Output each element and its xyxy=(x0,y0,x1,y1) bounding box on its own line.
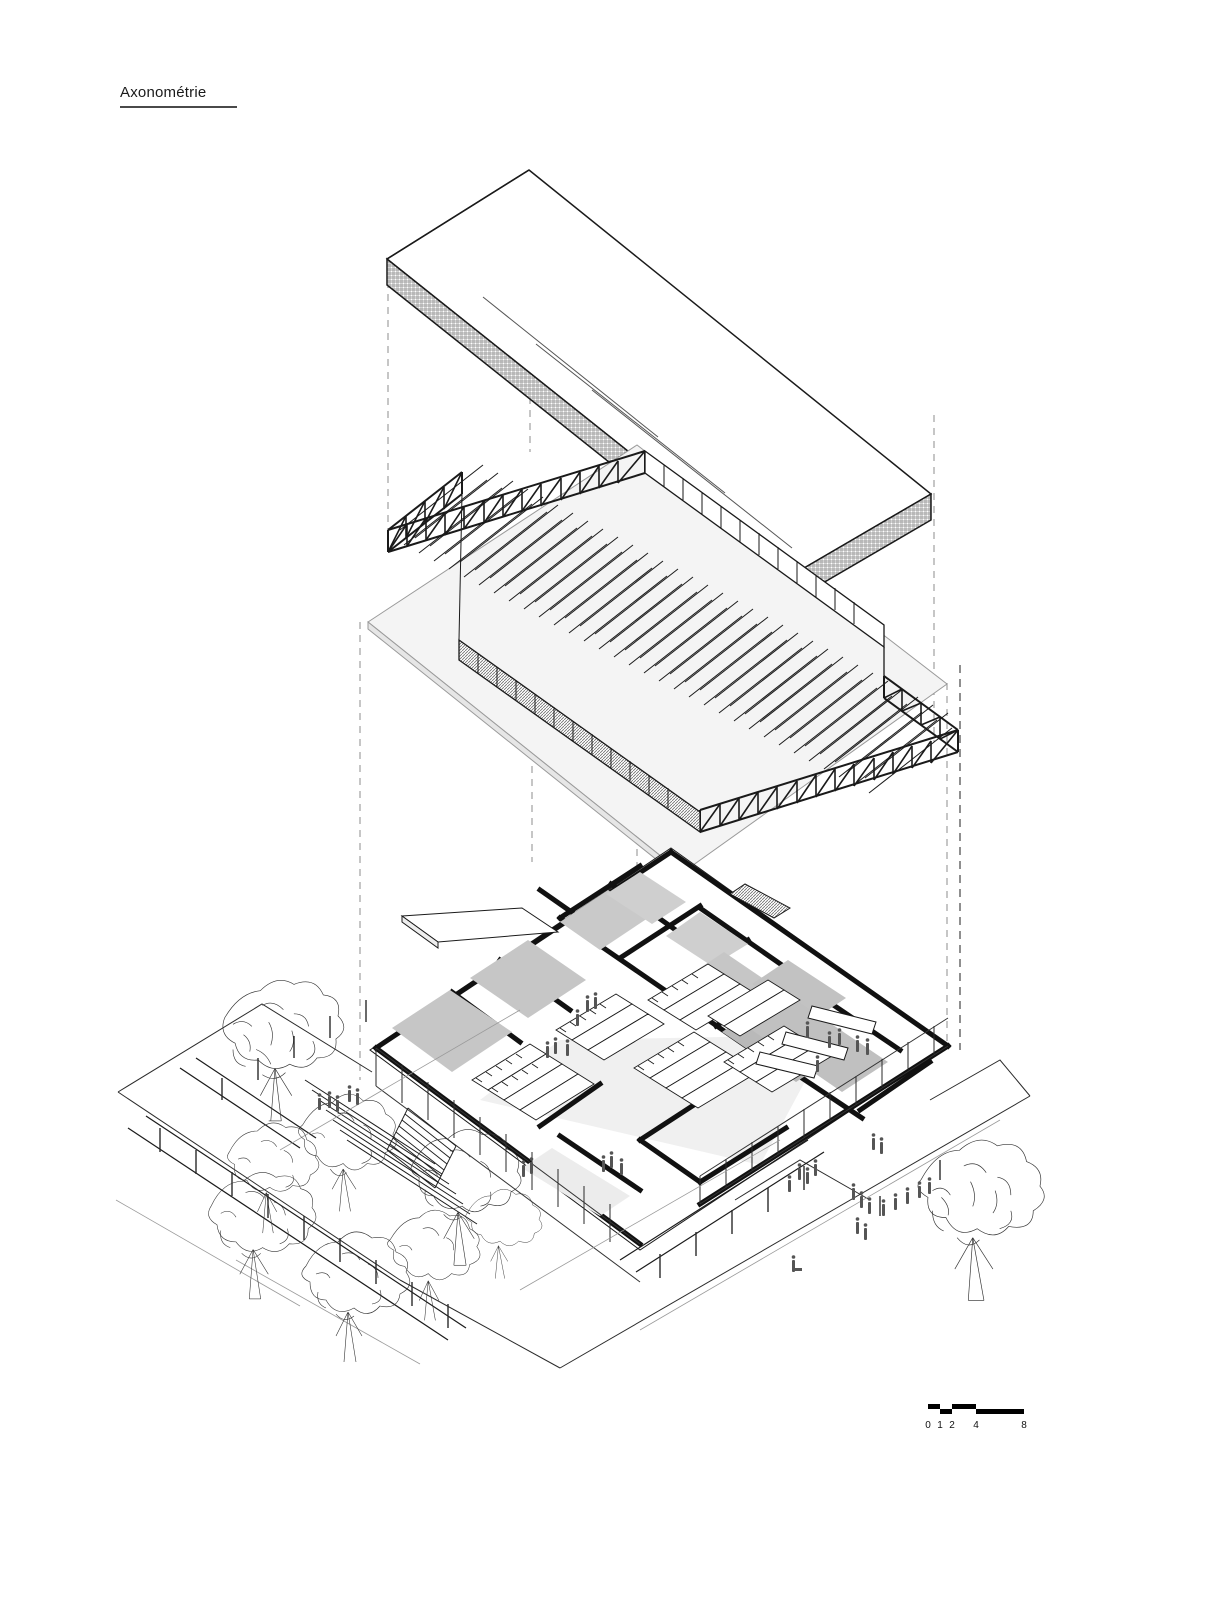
figure xyxy=(855,1217,860,1234)
figure xyxy=(593,992,598,1009)
figure xyxy=(565,1039,570,1056)
figure xyxy=(813,1159,818,1176)
figure xyxy=(797,1163,802,1180)
truss-connector-left xyxy=(458,493,463,641)
tree xyxy=(208,1172,317,1300)
tree xyxy=(298,1093,397,1212)
figure xyxy=(867,1197,872,1214)
layer-site xyxy=(115,980,1045,1369)
room-floor-entry xyxy=(522,1148,630,1216)
room-floor xyxy=(606,872,686,924)
room-floor xyxy=(752,960,846,1022)
roof-bay-lines xyxy=(482,296,793,549)
figure xyxy=(521,1160,526,1177)
scale-bar-labels: 0 1 2 4 8 xyxy=(925,1420,1038,1434)
truss-near-fascia xyxy=(458,638,701,834)
truss-end-left xyxy=(387,471,463,553)
figure xyxy=(787,1175,792,1192)
scale-bar: 0 1 2 4 8 xyxy=(925,1402,1038,1434)
title-underline xyxy=(120,106,237,108)
figure xyxy=(317,1093,322,1110)
figure-cyclist xyxy=(791,1255,802,1272)
truss-posts-far xyxy=(663,465,855,624)
site-figures xyxy=(317,992,932,1272)
room-floor xyxy=(392,990,512,1072)
truss-joists xyxy=(399,464,953,794)
tree xyxy=(227,1122,320,1234)
figure xyxy=(837,1028,842,1045)
figure xyxy=(347,1085,352,1102)
page-title: Axonométrie xyxy=(120,84,207,101)
walkway-columns xyxy=(159,1000,941,1328)
figure xyxy=(585,995,590,1012)
figure xyxy=(545,1041,550,1058)
site-ground-planes xyxy=(117,1003,1031,1369)
tree xyxy=(917,1139,1045,1301)
figure xyxy=(851,1183,856,1200)
figure xyxy=(855,1035,860,1052)
figure xyxy=(815,1055,820,1072)
room-floor xyxy=(470,940,586,1018)
figure xyxy=(917,1181,922,1198)
figure xyxy=(871,1133,876,1150)
tree xyxy=(410,1129,522,1266)
figure xyxy=(335,1095,340,1112)
figure xyxy=(879,1137,884,1154)
figure xyxy=(575,1009,580,1026)
figure xyxy=(327,1091,332,1108)
tree xyxy=(465,1189,543,1279)
layer-steel-truss xyxy=(387,449,959,834)
scale-tick-4: 4 xyxy=(973,1420,979,1431)
figure xyxy=(805,1021,810,1038)
scale-tick-1: 1 xyxy=(937,1420,943,1431)
figure xyxy=(609,1151,614,1168)
scale-tick-2: 2 xyxy=(949,1420,955,1431)
tree xyxy=(387,1209,481,1321)
layer-ground-floor xyxy=(369,847,952,1283)
scale-bar-graphic xyxy=(928,1404,1024,1414)
figure xyxy=(865,1038,870,1055)
plan-thin-partitions xyxy=(375,1026,935,1242)
figure xyxy=(827,1031,832,1048)
desk-seat-ticks xyxy=(475,973,775,1093)
roof-far-edge xyxy=(386,169,530,260)
figure xyxy=(859,1191,864,1208)
figure xyxy=(863,1223,868,1240)
truss-posts-near xyxy=(477,653,669,808)
figure xyxy=(805,1167,810,1184)
figure xyxy=(601,1155,606,1172)
truss-perimeter-near xyxy=(699,729,959,833)
figure xyxy=(905,1187,910,1204)
figure xyxy=(893,1193,898,1210)
site-steps-left xyxy=(304,1079,478,1225)
title-block: Axonométrie xyxy=(120,84,237,108)
tree xyxy=(222,980,345,1122)
desk-rows xyxy=(471,963,833,1121)
scale-tick-0: 0 xyxy=(925,1420,931,1431)
figure xyxy=(355,1088,360,1105)
figure xyxy=(881,1199,886,1216)
entry-canopy xyxy=(400,907,560,949)
figure xyxy=(619,1158,624,1175)
figure xyxy=(927,1177,932,1194)
site-trees xyxy=(208,980,1045,1363)
site-plaza-lines xyxy=(115,1009,1001,1365)
truss-end-right xyxy=(883,675,959,753)
figure xyxy=(529,1157,534,1174)
east-hall-counters xyxy=(755,1005,877,1079)
plan-skylights xyxy=(729,883,791,919)
facade-mullions xyxy=(375,1017,949,1283)
scale-tick-8: 8 xyxy=(1021,1420,1027,1431)
tree xyxy=(301,1231,411,1363)
figure xyxy=(553,1037,558,1054)
room-floor xyxy=(666,912,748,966)
